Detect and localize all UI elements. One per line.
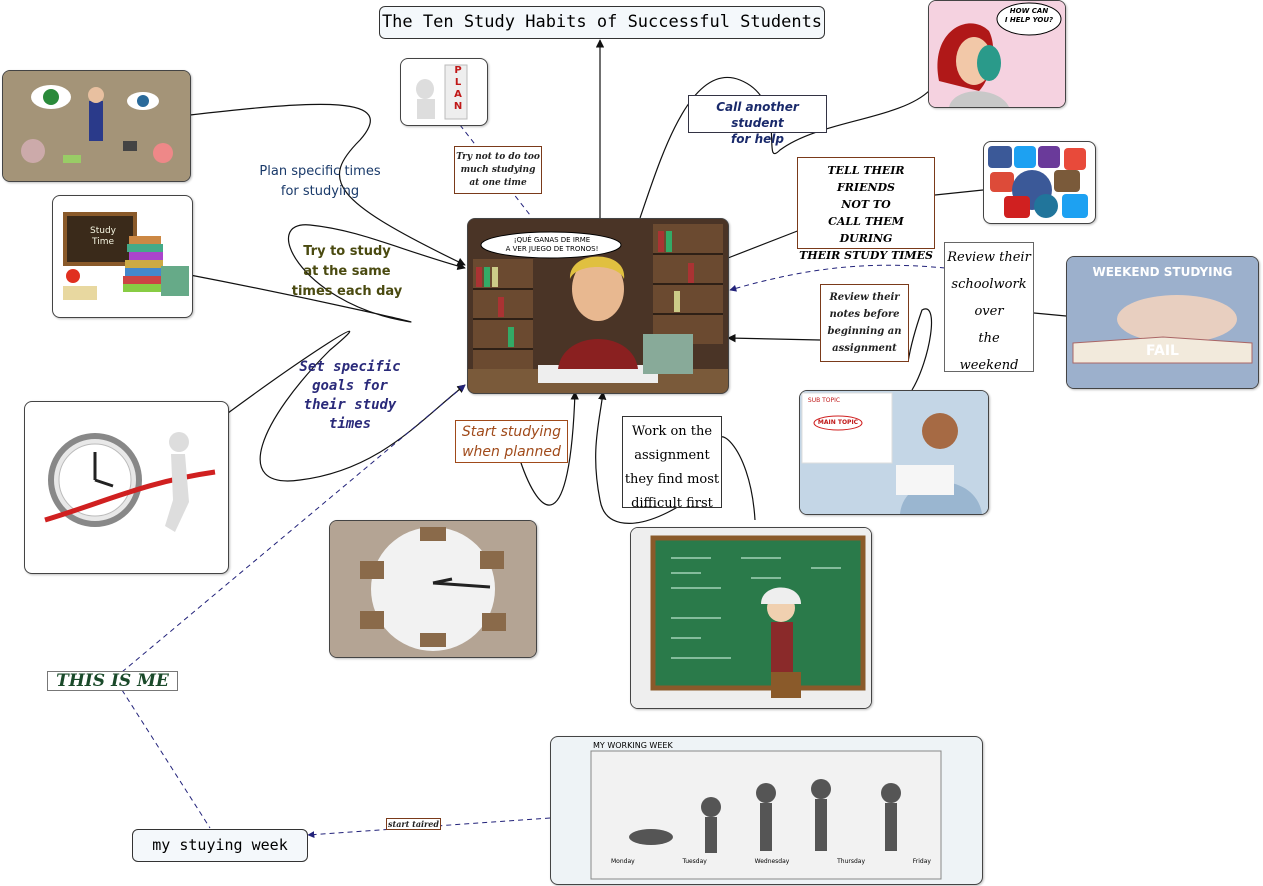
main-topic-text: MAIN TOPIC xyxy=(814,419,862,426)
habit-call-student[interactable]: Call another student for help xyxy=(688,95,827,133)
habit-plan-times[interactable]: Plan specific times for studying xyxy=(250,162,390,202)
day-label: Thursday xyxy=(837,858,865,865)
my-studying-week[interactable]: my stuying week xyxy=(132,829,308,862)
habit-review-notes[interactable]: Review their notes before beginning an a… xyxy=(820,284,909,362)
link-social xyxy=(935,190,983,195)
day-label: Monday xyxy=(611,858,635,865)
working-week-image[interactable]: MY WORKING WEEK Monday Tuesday Wednesday… xyxy=(550,736,983,885)
days-row: Monday Tuesday Wednesday Thursday Friday xyxy=(611,858,931,865)
link-me-week xyxy=(122,690,210,828)
help-bubble-text: HOW CAN I HELP YOU? xyxy=(1001,7,1057,25)
social-media-image[interactable] xyxy=(983,141,1096,224)
plan-blocks-illustration xyxy=(401,59,487,125)
study-time-text: Study Time xyxy=(83,226,123,248)
working-week-title: MY WORKING WEEK xyxy=(593,741,713,750)
habit-specific-goals[interactable]: Set specific goals for their study times xyxy=(290,358,410,434)
clock-runner-illustration xyxy=(25,402,228,573)
professor-chalkboard-illustration xyxy=(631,528,871,708)
study-time-image[interactable]: Study Time xyxy=(52,195,193,318)
chalkboard-books-illustration xyxy=(53,196,192,317)
plan-image[interactable]: PLAN xyxy=(400,58,488,126)
link-mindmap xyxy=(908,309,931,390)
social-media-icons xyxy=(984,142,1095,223)
start-tired-label[interactable]: start taired xyxy=(386,818,441,830)
chalkboard-professor-image[interactable] xyxy=(630,527,872,709)
distractions-collage xyxy=(3,71,190,181)
weekend-studying-image[interactable]: WEEKEND STUDYING FAIL xyxy=(1066,256,1259,389)
habit-tell-friends[interactable]: TELL THEIR FRIENDS NOT TO CALL THEM DURI… xyxy=(797,157,935,249)
sub-topic-text: SUB TOPIC xyxy=(804,397,844,404)
habit-difficult-first[interactable]: Work on the assignment they find most di… xyxy=(622,416,722,508)
habit-review-weekend[interactable]: Review their schoolwork over the weekend xyxy=(944,242,1034,372)
link-weekend-img xyxy=(1034,313,1066,316)
link-review-notes xyxy=(728,338,820,340)
office-clock-illustration xyxy=(330,521,536,657)
clock-office-image[interactable] xyxy=(329,520,537,658)
habit-too-much[interactable]: Try not to do too much studying at one t… xyxy=(454,146,542,194)
finish-line-image[interactable] xyxy=(24,401,229,574)
man-reading-illustration xyxy=(800,391,988,514)
this-is-me-label[interactable]: THIS IS ME xyxy=(47,671,178,691)
central-image[interactable]: ¡QUÉ GANAS DE IRME A VER JUEGO DE TRONOS… xyxy=(467,218,729,394)
speech-bubble-text: ¡QUÉ GANAS DE IRME A VER JUEGO DE TRONOS… xyxy=(486,236,618,254)
weekend-caption: WEEKEND STUDYING xyxy=(1067,265,1258,279)
habit-start-planned[interactable]: Start studying when planned xyxy=(455,420,568,463)
day-label: Friday xyxy=(913,858,931,865)
fail-caption: FAIL xyxy=(1067,343,1258,359)
day-label: Wednesday xyxy=(755,858,790,865)
map-title[interactable]: The Ten Study Habits of Successful Stude… xyxy=(379,6,825,39)
help-image[interactable]: HOW CAN I HELP YOU? xyxy=(928,0,1066,108)
link-friends xyxy=(728,230,800,258)
distracted-student-image[interactable] xyxy=(2,70,191,182)
mind-map-man-image[interactable]: MAIN TOPIC SUB TOPIC xyxy=(799,390,989,515)
habit-same-times[interactable]: Try to study at the same times each day xyxy=(282,242,412,302)
plan-word: PLAN xyxy=(453,65,463,113)
day-label: Tuesday xyxy=(682,858,706,865)
